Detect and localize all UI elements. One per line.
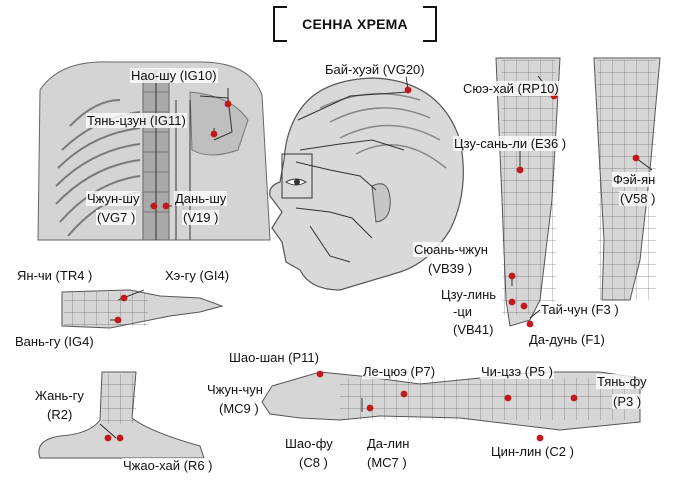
label-fei-yang-code: (V58 ) — [619, 191, 657, 206]
point-tai-chong — [520, 302, 528, 310]
label-zhao-hai: Чжао-хай (R6 ) — [122, 458, 214, 473]
point-tian-fu — [570, 394, 578, 402]
point-ran-gu — [104, 434, 112, 442]
page-title: СЕННА ХРЕМА — [302, 16, 408, 32]
label-da-ling: Да-лин — [366, 436, 411, 451]
label-xuan-zhong-code: (VB39 ) — [427, 261, 474, 276]
label-tian-fu: Тянь-фу — [596, 374, 648, 389]
label-dan-shu: Дань-шу — [174, 191, 228, 206]
label-wan-gu: Вань-гу (IG4) — [14, 334, 95, 349]
label-zhong-shu-code: (VG7 ) — [96, 210, 137, 225]
point-da-ling — [366, 404, 374, 412]
head-figure — [269, 77, 464, 291]
label-shao-shan: Шао-шан (P11) — [228, 350, 320, 365]
point-chi-ze — [504, 394, 512, 402]
point-tian-zong — [210, 130, 218, 138]
point-lie-que — [400, 390, 408, 398]
point-xuan-zhong — [508, 272, 516, 280]
label-zhong-chong: Чжун-чун — [206, 382, 264, 397]
label-fei-yang: Фэй-ян — [612, 172, 657, 187]
point-zhong-shu — [150, 202, 158, 210]
point-dan-shu — [162, 202, 170, 210]
point-zhao-hai — [116, 434, 124, 442]
label-shao-fu-code: (C8 ) — [298, 455, 329, 470]
label-shao-fu: Шао-фу — [284, 436, 334, 451]
point-zu-san-li — [516, 166, 524, 174]
label-zu-san-li: Цзу-сань-ли (E36 ) — [453, 136, 568, 151]
hand-top — [61, 289, 224, 329]
back-figure — [37, 61, 271, 241]
acupoints — [104, 86, 640, 442]
point-shao-shan — [316, 370, 324, 378]
label-xuan-zhong: Сюань-чжун — [413, 242, 489, 257]
label-tian-fu-code: (P3 ) — [612, 394, 643, 409]
point-wan-gu — [114, 316, 122, 324]
label-da-ling-code: (MC7 ) — [366, 455, 408, 470]
label-chi-ze: Чи-цзэ (P5 ) — [480, 364, 554, 379]
label-qing-ling: Цин-лин (C2 ) — [490, 444, 575, 459]
label-zu-lin-qi-2: -ци — [452, 304, 474, 319]
label-ran-gu-code: (R2) — [46, 407, 74, 422]
label-zhong-chong-code: (MC9 ) — [218, 401, 260, 416]
label-nao-shu: Нао-шу (IG10) — [130, 68, 218, 83]
label-yang-chi: Ян-чи (TR4 ) — [16, 268, 94, 283]
label-zu-lin-qi: Цзу-линь — [440, 287, 498, 302]
point-qing-ling — [536, 434, 544, 442]
foot — [38, 371, 205, 459]
arm — [261, 371, 641, 431]
label-xue-hai: Сюэ-хай (RP10) — [462, 81, 560, 96]
point-da-dun — [526, 320, 534, 328]
label-da-dun: Да-дунь (F1) — [528, 332, 606, 347]
label-lie-que: Ле-цюэ (P7) — [362, 364, 437, 379]
point-fei-yang — [632, 154, 640, 162]
label-dan-shu-code: (V19 ) — [182, 210, 220, 225]
label-zu-lin-qi-code: (VB41) — [452, 322, 495, 337]
front-leg — [495, 57, 561, 327]
label-bai-hui: Бай-хуэй (VG20) — [324, 62, 426, 77]
label-zhong-shu: Чжун-шу — [86, 191, 141, 206]
label-he-gu: Хэ-гу (GI4) — [164, 268, 231, 283]
title-frame: СЕННА ХРЕМА — [273, 6, 437, 42]
label-tian-zong: Тянь-цзун (IG11) — [86, 113, 187, 128]
point-zu-lin-qi — [508, 298, 516, 306]
label-ran-gu: Жань-гу — [34, 388, 85, 403]
label-tai-chong: Тай-чун (F3 ) — [540, 302, 620, 317]
point-nao-shu — [224, 100, 232, 108]
point-bai-hui — [404, 86, 412, 94]
point-he-gu — [120, 294, 128, 302]
